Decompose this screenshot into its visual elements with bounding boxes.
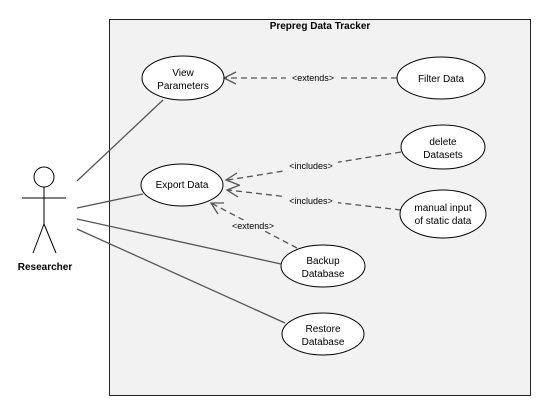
view-parameters-label-line2: Parameters <box>157 81 209 92</box>
manual-input-label-line2: of static data <box>415 216 472 227</box>
backup-database-ellipse <box>280 244 366 288</box>
usecase-view-parameters[interactable]: View Parameters <box>141 55 225 101</box>
backup-extends-line <box>210 202 298 249</box>
backup-database-label-line1: Backup <box>306 256 340 267</box>
assoc-backup-database <box>76 218 282 265</box>
export-data-label: Export Data <box>156 180 209 191</box>
view-parameters-ellipse <box>141 55 225 101</box>
backup-database-label-line2: Database <box>302 269 345 280</box>
assoc-view-parameters <box>76 99 164 182</box>
actor-right-leg <box>43 223 57 254</box>
relation-delete-includes: <includes> <box>224 151 402 186</box>
restore-database-ellipse <box>281 312 365 356</box>
usecase-filter-data[interactable]: Filter Data <box>396 56 486 100</box>
backup-extends-label: <extends> <box>232 221 274 231</box>
actor-label: Researcher <box>18 262 73 273</box>
usecase-delete-datasets[interactable]: delete Datasets <box>400 124 486 170</box>
delete-datasets-ellipse <box>400 124 486 170</box>
manual-input-label-line1: manual input <box>414 203 471 214</box>
delete-datasets-label-line2: Datasets <box>423 150 462 161</box>
delete-datasets-label-line1: delete <box>429 137 457 148</box>
filter-data-label: Filter Data <box>418 74 465 85</box>
backup-extends-label-bg <box>228 220 278 231</box>
filter-data-ellipse <box>396 56 486 100</box>
relation-backup-extends: <extends> <box>209 202 298 249</box>
assoc-export-data <box>76 193 144 209</box>
relation-manual-includes: <includes> <box>225 184 402 211</box>
actor-left-leg <box>32 223 45 254</box>
manual-input-ellipse <box>399 189 487 239</box>
export-data-ellipse <box>140 163 224 207</box>
actor-head <box>33 166 55 188</box>
delete-includes-label: <includes> <box>289 161 333 171</box>
filter-extends-label-bg <box>286 71 340 83</box>
manual-includes-line <box>227 189 402 211</box>
usecase-manual-input[interactable]: manual input of static data <box>399 189 487 239</box>
manual-includes-label: <includes> <box>289 196 333 206</box>
actor-researcher: Researcher <box>18 166 73 273</box>
system-title: Prepreg Data Tracker <box>270 21 371 32</box>
backup-extends-arrowhead <box>209 202 224 215</box>
delete-includes-arrowhead <box>224 172 240 186</box>
usecase-export-data[interactable]: Export Data <box>140 163 224 207</box>
restore-database-label-line2: Database <box>302 337 345 348</box>
manual-includes-arrowhead <box>225 184 241 198</box>
delete-includes-label-bg <box>284 160 338 171</box>
view-parameters-label-line1: View <box>172 68 194 79</box>
manual-includes-label-bg <box>284 195 338 206</box>
filter-extends-label: <extends> <box>292 73 334 83</box>
restore-database-label-line1: Restore <box>305 324 340 335</box>
usecase-backup-database[interactable]: Backup Database <box>280 244 366 288</box>
usecase-restore-database[interactable]: Restore Database <box>281 312 365 356</box>
relation-filter-extends: <extends> <box>222 71 397 85</box>
assoc-restore-database <box>76 228 286 324</box>
